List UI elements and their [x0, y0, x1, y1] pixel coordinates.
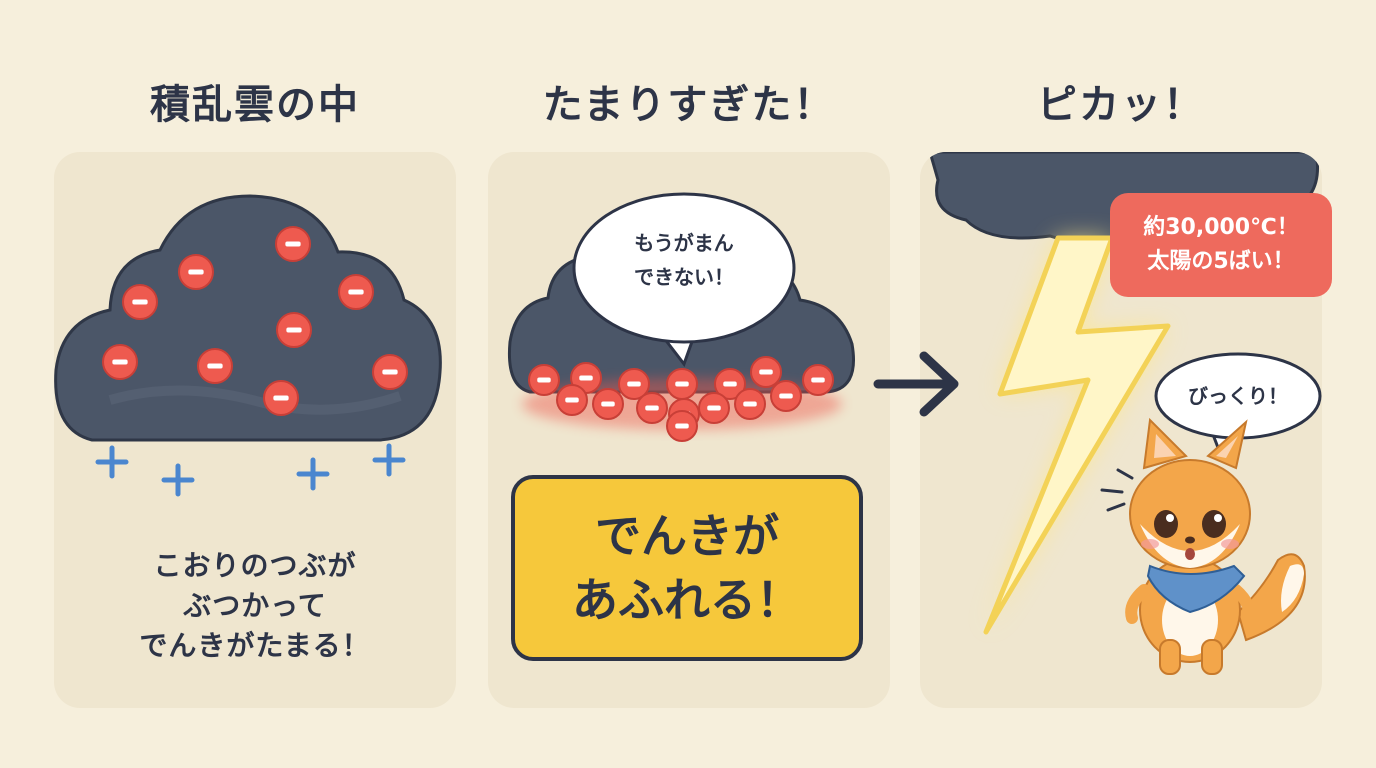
surprise-bubble-text: びっくり！	[1188, 384, 1288, 408]
panel-2-title: たまりすぎた！	[542, 82, 836, 128]
positive-charge-icon	[296, 457, 330, 491]
minus-sign-icon	[759, 369, 773, 375]
highlight-line: あふれる！	[572, 573, 802, 627]
bubble-line: もうがまん	[634, 231, 734, 255]
minus-sign-icon	[207, 363, 223, 369]
panel-1-caption: こおりのつぶが ぶつかって でんきがたまる！	[54, 546, 456, 666]
positive-charge-icon	[161, 463, 195, 497]
caption-line: こおりのつぶが	[153, 549, 357, 582]
minus-sign-icon	[112, 359, 128, 365]
positive-charge-icon	[372, 443, 406, 477]
minus-sign-icon	[707, 405, 721, 411]
minus-sign-icon	[743, 401, 757, 407]
positive-charge-icon	[95, 445, 129, 479]
minus-sign-icon	[811, 377, 825, 383]
surprise-lines	[1100, 468, 1134, 512]
minus-sign-icon	[382, 369, 398, 375]
minus-sign-icon	[627, 381, 641, 387]
caption-line: ぶつかって	[183, 589, 327, 622]
minus-sign-icon	[675, 423, 689, 429]
panel-1-title: 積乱雲の中	[150, 82, 360, 128]
minus-sign-icon	[286, 327, 302, 333]
minus-sign-icon	[132, 299, 148, 305]
speech-bubble-text: もうがまん できない！	[596, 226, 772, 294]
minus-sign-icon	[188, 269, 204, 275]
arrow-right-icon	[873, 351, 959, 417]
lightning-bolt-icon	[983, 235, 1171, 635]
positive-charges-panel-1	[95, 443, 406, 497]
minus-sign-icon	[348, 289, 364, 295]
bubble-line: できない！	[634, 265, 734, 289]
minus-sign-icon	[779, 393, 793, 399]
speech-bubble	[572, 192, 796, 368]
bandana-icon	[1146, 564, 1246, 614]
minus-sign-icon	[645, 405, 659, 411]
minus-sign-icon	[579, 375, 593, 381]
minus-sign-icon	[723, 381, 737, 387]
negative-charges-panel-2	[528, 356, 834, 442]
minus-sign-icon	[565, 397, 579, 403]
storm-cloud-icon	[54, 194, 442, 442]
callout-line: 約30,000℃！	[1143, 215, 1299, 240]
callout-line: 太陽の5ばい！	[1147, 249, 1295, 274]
panel-3-title: ピカッ！	[1037, 82, 1205, 128]
minus-sign-icon	[537, 377, 551, 383]
highlight-line: でんきが	[595, 509, 779, 563]
minus-sign-icon	[285, 241, 301, 247]
minus-sign-icon	[273, 395, 289, 401]
minus-sign-icon	[601, 401, 615, 407]
negative-charges-panel-1	[102, 226, 408, 416]
overflow-highlight-box: でんきが あふれる！	[511, 475, 863, 661]
caption-line: でんきがたまる！	[139, 629, 371, 662]
minus-sign-icon	[675, 381, 689, 387]
temperature-callout: 約30,000℃！ 太陽の5ばい！	[1110, 193, 1332, 297]
fox-character-icon	[1125, 417, 1306, 675]
